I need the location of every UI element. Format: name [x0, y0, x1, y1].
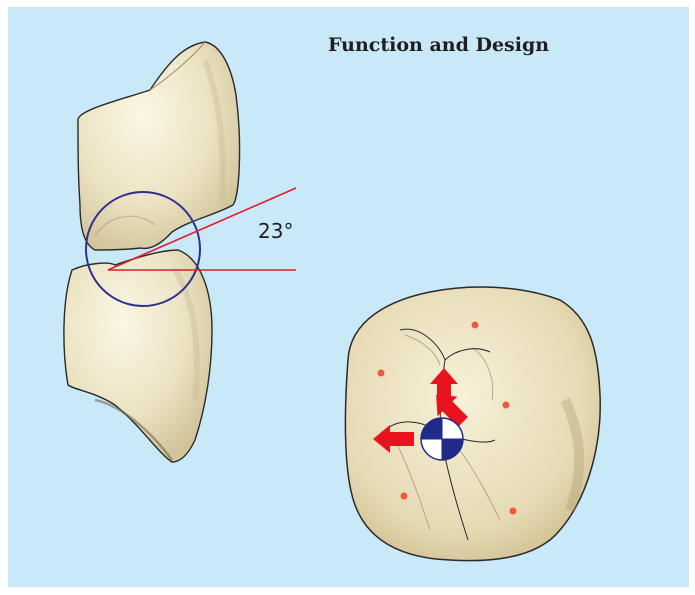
contact-dot	[503, 402, 510, 409]
contact-dot	[401, 493, 408, 500]
contact-dot	[378, 370, 385, 377]
contact-dot	[472, 322, 479, 329]
contact-dot	[510, 508, 517, 515]
molar-occlusal-illustration	[345, 287, 600, 561]
upper-tooth-illustration	[78, 42, 240, 250]
center-of-mass-marker	[421, 418, 463, 460]
